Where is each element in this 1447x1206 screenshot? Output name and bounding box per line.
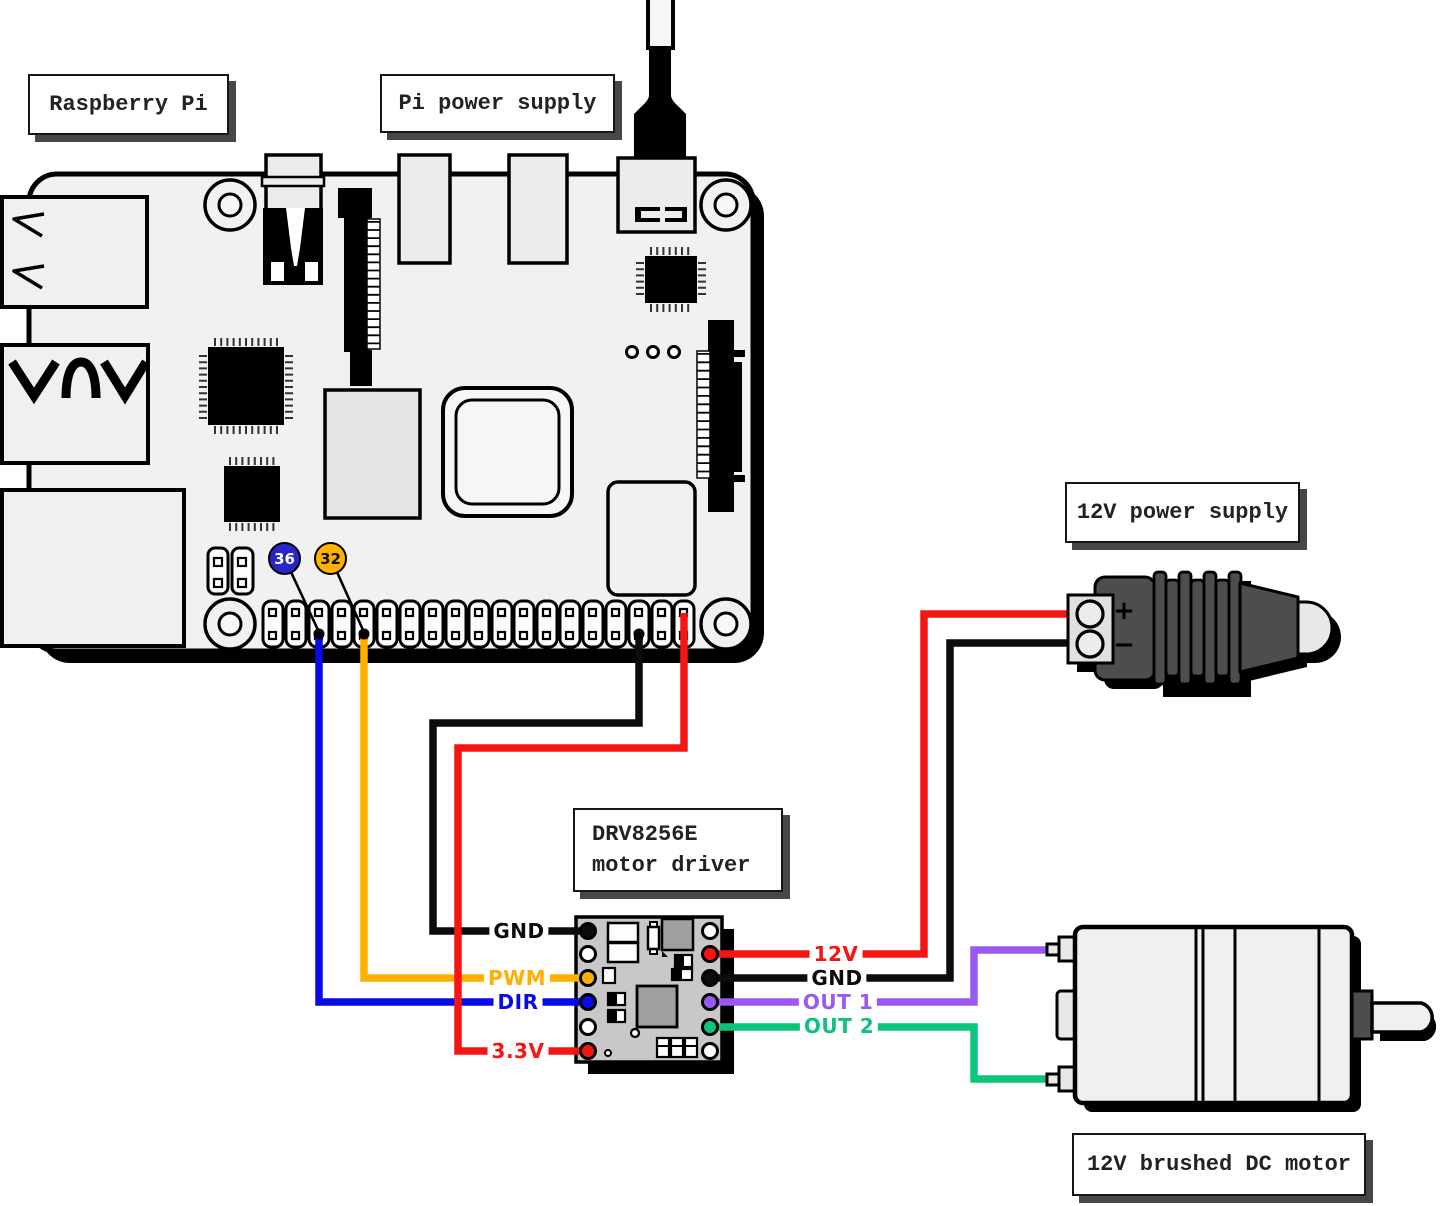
motor-terminal-top [1045,935,1079,963]
power-cable [646,0,675,50]
usb-glyph [12,212,45,238]
pin-dot [358,628,370,640]
pad-3v3 [579,1042,597,1060]
jumper-header [230,546,255,596]
usb3-glyph [8,359,60,405]
label-text-line1: DRV8256E [592,822,698,847]
label-12v-power-supply: 12V power supply [1065,482,1300,543]
label-motor-driver: DRV8256E motor driver [573,808,783,892]
motor-bushing [1350,989,1374,1041]
wire-label-3v3: 3.3V [487,1039,549,1063]
pad-dir [579,993,597,1011]
io-chip [224,457,280,531]
wire-label-dir: DIR [493,990,543,1014]
dc-motor [1045,924,1437,1112]
sd-module [606,480,697,597]
gpio-badge-32: 32 [314,542,347,575]
label-dc-motor: 12V brushed DC motor [1072,1133,1366,1196]
ram-chip [323,388,422,520]
badge-number: 32 [320,549,341,568]
test-pads [625,345,681,359]
mount-holes [203,178,753,651]
motor-shaft [1370,1001,1434,1034]
supply-nose [1238,581,1300,674]
pad-pwm [579,969,597,987]
label-pi-power-supply: Pi power supply [380,74,615,133]
hdmi-port-1 [507,153,569,265]
pin-dot [633,628,645,640]
label-text-line2: motor driver [592,853,751,878]
wire-dir [315,634,588,1006]
wire-label-gnd-right: GND [807,966,867,990]
raspberry-pi-board [0,0,764,663]
pad-out2 [701,1018,719,1036]
usb3-glyph [61,357,101,399]
ethernet-port [0,488,186,648]
label-text: 12V power supply [1076,500,1289,525]
driver-connector-block [660,917,695,952]
wire-label-12v: 12V [809,942,863,966]
pad-12v [701,945,719,963]
wire-pwm [360,634,588,982]
driver-ic [635,984,679,1029]
gpio-header-row [261,599,696,649]
gpio-badge-36: 36 [268,542,301,575]
plug-body [634,46,686,158]
pad-gnd [579,922,597,940]
pin-dot [313,628,325,640]
badge-number: 36 [274,549,295,568]
pad-out1 [701,993,719,1011]
power-supply-12v [1066,570,1341,697]
usb-port-bottom [0,343,150,465]
wire-out2 [710,1023,1058,1083]
label-text: 12V brushed DC motor [1086,1152,1352,1177]
display-connector [696,320,745,512]
usb3-glyph [100,359,150,405]
wire-label-out2: OUT 2 [799,1014,879,1038]
hdmi-port-0 [397,153,452,265]
label-text: Raspberry Pi [49,92,208,117]
supply-ridges [1152,570,1243,686]
pad-gnd2 [701,969,719,987]
driver-pads [579,922,719,1060]
wifi-chip [636,247,706,312]
wire-gnd-pi [429,634,643,935]
wire-12v [710,610,1072,958]
supply-tip [1296,600,1334,656]
wire-label-gnd-left: GND [489,919,549,943]
motor-body [1072,924,1355,1106]
terminal-screw-negative [1075,629,1105,659]
pad-nc [701,922,719,940]
usb-glyph [12,264,45,290]
usb-c-power-port [616,156,697,234]
pad-nc [579,945,597,963]
driver-components [601,917,699,1059]
motor-terminal-bottom [1045,1065,1079,1093]
soc-chip [199,338,293,434]
label-text: Pi power supply [398,91,597,116]
pad-nc [579,1018,597,1036]
terminal-plus-symbol: + [1113,596,1135,626]
usb-port-top [0,195,149,309]
wire-label-out1: OUT 1 [798,990,878,1014]
terminal-minus-symbol: − [1113,630,1135,660]
audio-jack [260,153,326,285]
terminal-screw-positive [1075,599,1105,629]
jumper-header [206,546,230,596]
pin-callouts [289,571,645,640]
label-raspberry-pi: Raspberry Pi [28,74,229,135]
pad-nc [701,1042,719,1060]
wire-label-pwm: PWM [483,966,551,990]
metal-shield [441,386,574,518]
pi-power-cable-plug [634,0,686,158]
camera-connector [338,188,381,386]
